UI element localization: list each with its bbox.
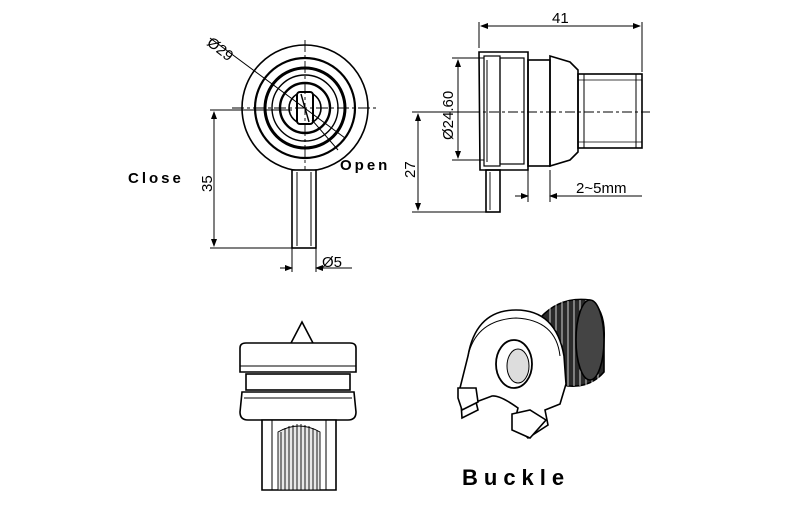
- dim-24-60-text: Ø24.60: [440, 91, 457, 140]
- dim-41-text: 41: [552, 10, 569, 27]
- dim-24-60: [452, 57, 484, 161]
- diameter-symbol: Ø: [322, 254, 334, 271]
- dim-5-text: Ø5: [322, 254, 342, 271]
- buckle-label: Buckle: [462, 465, 571, 490]
- side-collar: [527, 59, 551, 167]
- dim-24-60-value: 24.60: [440, 90, 457, 129]
- lock-3d-knurl: [277, 424, 321, 491]
- side-thread: [577, 73, 643, 149]
- lock-3d-cam-peak: [262, 320, 345, 346]
- dim-range-text: 2~5mm: [576, 180, 627, 197]
- side-pin: [485, 169, 501, 213]
- buckle-foot-left: [457, 387, 479, 412]
- buckle-foot-right: [511, 409, 548, 439]
- dim-35-text: 35: [199, 175, 216, 192]
- lock-3d-body: [239, 391, 357, 421]
- lock-3d-collar: [245, 373, 351, 391]
- buckle-3d: [457, 298, 606, 440]
- lock-3d-top-block: [239, 342, 357, 373]
- open-label: Open: [340, 157, 391, 174]
- front-view: [209, 37, 378, 249]
- dim-range: [515, 170, 642, 202]
- side-body: [549, 54, 579, 168]
- dim-27: [412, 111, 486, 213]
- close-label: Close: [128, 170, 184, 187]
- cam-pin: [291, 169, 317, 249]
- diameter-symbol: Ø: [440, 128, 457, 140]
- dim-5-value: 5: [333, 254, 343, 271]
- dim-35: [210, 109, 292, 249]
- dim-27-text: 27: [402, 161, 419, 178]
- dim-41: [478, 22, 643, 72]
- dim-5: [280, 248, 352, 272]
- buckle-thread-end: [575, 299, 605, 381]
- side-view: [470, 51, 650, 213]
- side-flange: [478, 51, 529, 171]
